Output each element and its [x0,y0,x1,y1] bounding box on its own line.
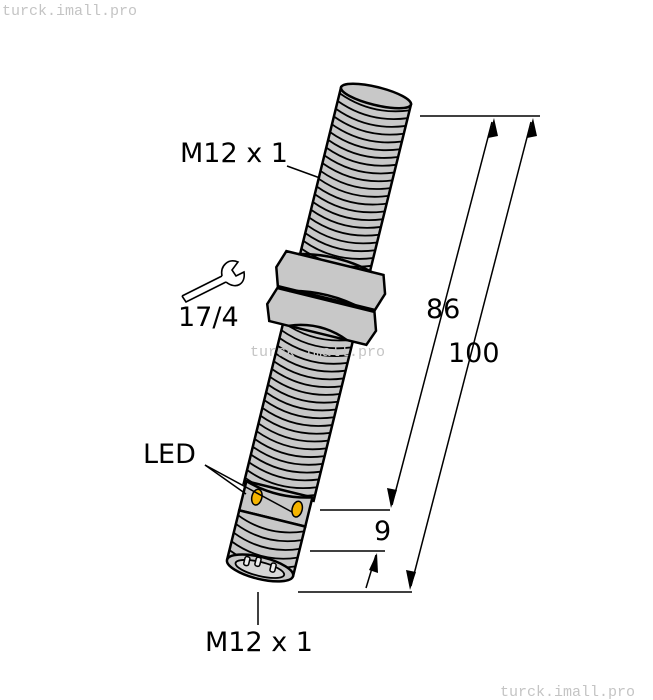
thread-ridge [333,115,404,136]
thread-ridge [257,422,329,443]
watermark-bottom-right: turck.imall.pro [500,684,635,700]
thread-ridge [277,344,348,365]
wrench-icon [181,260,246,304]
thread-ridge [250,453,321,474]
thread-ridge [327,139,399,159]
thread-ridge [325,146,397,167]
thread-ridge [321,162,393,183]
thread-ridge [310,209,382,229]
dimension-lines [298,115,540,593]
thread-ridge [237,514,305,534]
thread-ridge [275,352,346,373]
hex-nut [265,249,387,347]
thread-ridge [329,131,401,152]
label-wrench-size: 17/4 [178,302,239,333]
thread-ridge [316,185,387,206]
label-thread-bottom: M12 x 1 [205,627,313,658]
label-thread-top: M12 x 1 [180,138,288,169]
thread-ridge [280,329,352,350]
thread-ridge [302,240,374,260]
thread-ridge [271,368,342,388]
thread-ridge [314,193,385,214]
dim-86-line [391,121,493,506]
thread-ridge [248,461,320,482]
thread-ridge [335,108,406,128]
thread-ridge [254,438,325,458]
thread-ridge [252,445,323,466]
dim-9-label: 9 [374,516,391,547]
thread-ridge [304,232,376,253]
thread-ridge [269,376,340,396]
dim-100-label: 100 [448,338,500,369]
thread-ridge [265,391,337,412]
thread-ridge [306,224,378,245]
thread-ridge [263,399,335,420]
connector-pins [242,555,277,573]
watermark-top-left: turck.imall.pro [2,3,137,20]
thread-ridge [256,430,327,451]
thread-ridge [308,216,380,237]
dim-86-label: 86 [426,294,460,325]
thread-ridge [259,414,331,435]
thread-ridge [337,100,408,120]
thread-ridge [235,523,303,543]
thread-ridge [233,531,300,551]
thread-top-end [339,82,413,110]
label-led: LED [143,439,196,470]
thread-ridge [331,123,403,144]
led-indicator-1 [250,488,263,506]
thread-ridge [278,337,350,357]
thread-ridge [323,154,395,175]
thread-ridge [339,92,410,113]
thread-ridge [320,170,391,190]
led-indicator-2 [291,500,304,518]
thread-ridge [267,383,339,404]
watermark-center: turck.imall.pro [250,344,385,361]
thread-ridge [312,201,383,221]
dim-100-line [410,121,532,587]
thread-ridge [318,177,389,198]
thread-ridge [246,469,318,489]
leader-lines [204,165,321,625]
thread-ridge [273,360,344,381]
thread-ridge [261,407,333,427]
